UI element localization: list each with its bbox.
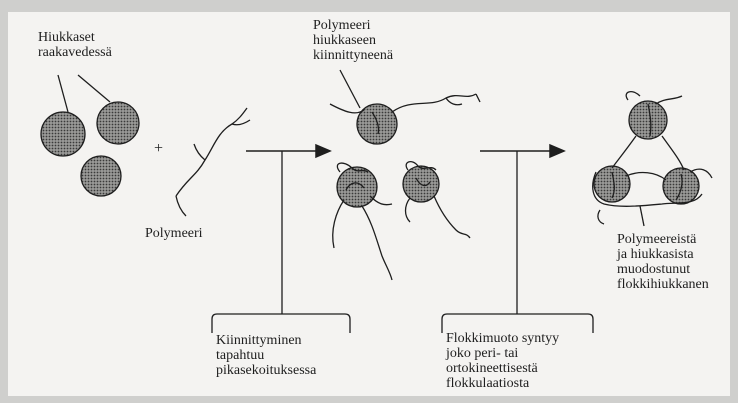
label-line: Polymeereistä — [617, 232, 709, 247]
label-line: kiinnittyneenä — [313, 48, 393, 63]
label-step-2: Flokkimuoto syntyy joko peri- tai ortoki… — [446, 331, 559, 391]
plus-sign: + — [154, 141, 163, 156]
label-line: tapahtuu — [216, 348, 316, 363]
label-line: ja hiukkasista — [617, 247, 709, 262]
particle — [81, 156, 121, 196]
label-line: pikasekoituksessa — [216, 363, 316, 378]
particle — [41, 112, 85, 156]
particle — [97, 102, 139, 144]
label-line: hiukkaseen — [313, 33, 393, 48]
label-line: muodostunut — [617, 262, 709, 277]
page-paper — [8, 12, 730, 396]
label-final-floc: Polymeereistä ja hiukkasista muodostunut… — [617, 232, 709, 292]
label-line: Kiinnittyminen — [216, 333, 316, 348]
label-line: Hiukkaset — [38, 30, 112, 45]
label-line: Flokkimuoto syntyy — [446, 331, 559, 346]
label-line: raakavedessä — [38, 45, 112, 60]
label-line: ortokineettisestä — [446, 361, 559, 376]
label-line: flokkihiukkanen — [617, 277, 709, 292]
label-line: flokkulaatiosta — [446, 376, 559, 391]
label-attached-polymer: Polymeeri hiukkaseen kiinnittyneenä — [313, 18, 393, 63]
label-step-1: Kiinnittyminen tapahtuu pikasekoituksess… — [216, 333, 316, 378]
label-line: joko peri- tai — [446, 346, 559, 361]
label-line: Polymeeri — [313, 18, 393, 33]
label-polymer: Polymeeri — [145, 226, 203, 241]
label-raw-particles: Hiukkaset raakavedessä — [38, 30, 112, 60]
